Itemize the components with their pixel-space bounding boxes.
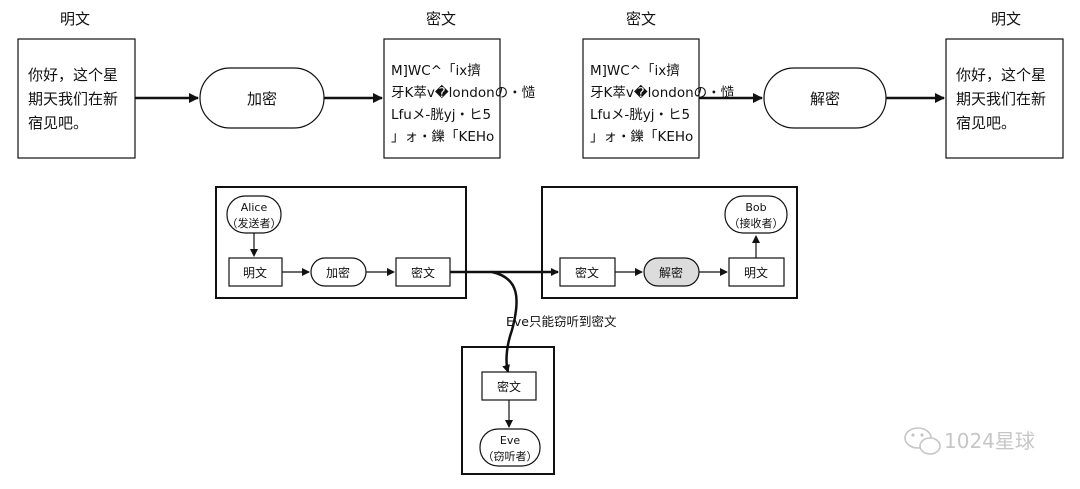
alice-role: （发送者） [227, 216, 282, 230]
eve-name: Eve [500, 434, 520, 447]
wechat-icon [904, 427, 941, 455]
plaintext-label-right: 明文 [991, 10, 1021, 28]
receiver-frame: 密文 解密 明文 Bob （接收者） [541, 186, 798, 299]
bob-name: Bob [745, 201, 766, 214]
plaintext-line-2-right: 期天我们在新 [956, 90, 1046, 108]
receiver-cipher-box [559, 257, 616, 287]
sender-frame: Alice （发送者） 明文 加密 密文 [215, 186, 467, 299]
receiver-cipher-label: 密文 [575, 265, 599, 280]
cipher-line-3-left: Lfuメ-胱yj・ヒ5 [391, 107, 491, 123]
eve-node [479, 428, 541, 467]
cipher-line-2-left: 牙K萃v�londonの・慥 [391, 84, 536, 101]
sender-encrypt-label: 加密 [326, 265, 350, 280]
plaintext-line-3-left: 宿见吧。 [28, 114, 88, 132]
receiver-border [541, 186, 798, 299]
plaintext-box-left [17, 38, 136, 159]
receiver-plain-box [728, 257, 785, 287]
cipher-line-3-right: Lfuメ-胱yj・ヒ5 [590, 107, 690, 123]
top-flow: 明文 你好，这个星 期天我们在新 宿见吧。 加密 密文 M]WC^「ix擠 牙K… [17, 10, 1064, 159]
bob-node [724, 195, 788, 234]
eve-cipher-label: 密文 [497, 379, 521, 394]
ciphertext-box-right [582, 38, 700, 159]
cipher-line-1-right: M]WC^「ix擠 [590, 63, 680, 79]
alice-name: Alice [241, 201, 268, 214]
cipher-line-1-left: M]WC^「ix擠 [391, 63, 481, 79]
plaintext-line-2-left: 期天我们在新 [28, 90, 118, 108]
cipher-line-4-left: 」ォ・鑠「KEHo [391, 129, 494, 145]
plaintext-line-1-left: 你好，这个星 [28, 66, 118, 84]
receiver-plain-label: 明文 [744, 265, 768, 280]
eavesdrop-caption: Eve只能窃听到密文 [506, 314, 617, 329]
sender-cipher-box [395, 257, 451, 287]
ciphertext-box-left [383, 38, 501, 159]
cipher-line-2-right: 牙K萃v�londonの・慥 [590, 84, 735, 101]
eve-border [461, 346, 555, 475]
bob-role: （接收者） [729, 216, 784, 230]
eavesdropper-frame: 密文 Eve （窃听者） [461, 346, 555, 475]
sender-border [215, 186, 467, 299]
cipher-line-4-right: 」ォ・鑠「KEHo [590, 129, 693, 145]
watermark-text: 1024星球 [944, 429, 1035, 453]
plaintext-line-3-right: 宿见吧。 [956, 114, 1016, 132]
ciphertext-label-right: 密文 [626, 10, 656, 28]
ciphertext-label-left: 密文 [426, 10, 456, 28]
eve-role: （窃听者） [483, 449, 538, 463]
sender-cipher-label: 密文 [411, 265, 435, 280]
encrypt-label: 加密 [247, 90, 277, 108]
receiver-decrypt-label: 解密 [659, 265, 683, 280]
watermark: 1024星球 [904, 427, 1035, 455]
plaintext-label-left: 明文 [60, 10, 90, 28]
sender-plain-label: 明文 [243, 265, 267, 280]
eavesdrop-curve [491, 270, 518, 373]
plaintext-line-1-right: 你好，这个星 [956, 66, 1046, 84]
decrypt-label: 解密 [810, 90, 840, 108]
plaintext-box-right [945, 38, 1064, 159]
